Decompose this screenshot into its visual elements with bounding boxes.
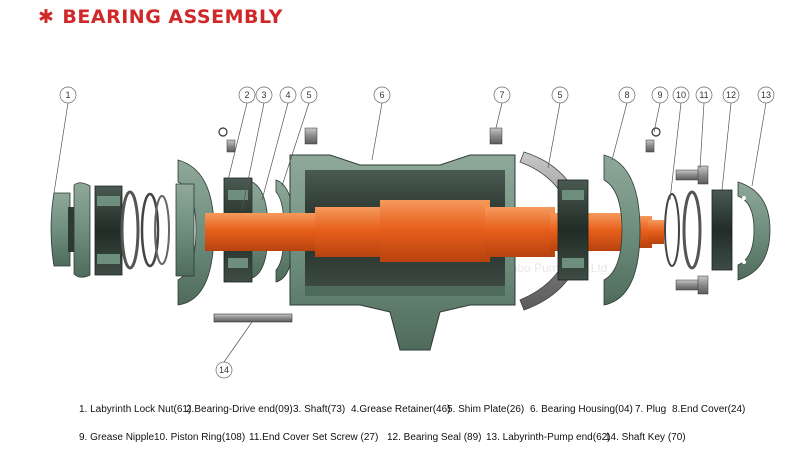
svg-text:12: 12 bbox=[726, 90, 736, 100]
legend-item: 5. Shim Plate(26) bbox=[447, 404, 525, 415]
callout-4: 4 bbox=[279, 86, 297, 104]
svg-text:3: 3 bbox=[261, 90, 266, 100]
callout-12: 12 bbox=[722, 86, 740, 104]
svg-text:10: 10 bbox=[676, 90, 686, 100]
callout-10: 10 bbox=[672, 86, 690, 104]
page-title: ✱BEARING ASSEMBLY bbox=[38, 6, 283, 28]
svg-text:5: 5 bbox=[306, 90, 311, 100]
bearing-drive-end bbox=[94, 185, 170, 276]
callout-2: 2 bbox=[238, 86, 256, 104]
svg-text:8: 8 bbox=[624, 90, 629, 100]
plug-left bbox=[304, 127, 318, 145]
legend-item: 8.End Cover(24) bbox=[672, 404, 746, 415]
svg-text:9: 9 bbox=[657, 90, 662, 100]
end-cover-pump bbox=[603, 154, 641, 306]
bearing-pump-end bbox=[557, 179, 589, 281]
svg-text:11: 11 bbox=[699, 90, 708, 100]
legend-item: 12. Bearing Seal (89) bbox=[387, 432, 482, 443]
legend-item: 4.Grease Retainer(46) bbox=[351, 404, 451, 415]
callout-1: 1 bbox=[59, 86, 77, 104]
shaft-key bbox=[213, 313, 293, 323]
callout-labels: 1 2 3 4 5 6 7 5 8 9 10 11 12 13 14 bbox=[59, 86, 775, 379]
legend-item: 11.End Cover Set Screw (27) bbox=[249, 432, 379, 443]
piston-rings bbox=[664, 190, 702, 270]
grease-nipple-drive bbox=[218, 127, 236, 153]
legend-item: 10. Piston Ring(108) bbox=[154, 432, 246, 443]
callout-3: 3 bbox=[255, 86, 273, 104]
svg-text:13: 13 bbox=[761, 90, 771, 100]
end-cover-drive bbox=[175, 159, 215, 306]
callout-8: 8 bbox=[618, 86, 636, 104]
legend-item: 1. Labyrinth Lock Nut(61) bbox=[79, 404, 192, 415]
svg-text:1: 1 bbox=[65, 90, 70, 100]
legend-item: 2.Bearing-Drive end(09) bbox=[186, 404, 293, 415]
svg-text:7: 7 bbox=[499, 90, 504, 100]
callout-14: 14 bbox=[215, 361, 233, 379]
legend-item: 6. Bearing Housing(04) bbox=[530, 404, 633, 415]
leader-lines bbox=[53, 102, 767, 363]
set-screw-bottom bbox=[675, 275, 709, 295]
callout-7: 7 bbox=[493, 86, 511, 104]
legend-item: 13. Labyrinth-Pump end(62) bbox=[486, 432, 611, 443]
callout-11: 11 bbox=[695, 86, 713, 104]
legend-item: 14. Shaft Key (70) bbox=[605, 432, 686, 443]
callout-5a: 5 bbox=[300, 86, 318, 104]
labyrinth-lock-nut bbox=[50, 182, 91, 278]
callout-9: 9 bbox=[651, 86, 669, 104]
legend-item: 7. Plug bbox=[635, 404, 667, 415]
svg-text:2: 2 bbox=[244, 90, 249, 100]
callout-6: 6 bbox=[373, 86, 391, 104]
svg-text:4: 4 bbox=[285, 90, 290, 100]
bearing-seal bbox=[711, 189, 733, 271]
shaft bbox=[205, 200, 664, 262]
labyrinth-pump-end bbox=[737, 181, 771, 281]
svg-text:14: 14 bbox=[219, 365, 229, 375]
legend-item: 9. Grease Nipple bbox=[79, 432, 155, 443]
grease-nipple-pump bbox=[645, 127, 661, 153]
svg-text:6: 6 bbox=[379, 90, 384, 100]
legend-item: 3. Shaft(73) bbox=[293, 404, 346, 415]
plug-right bbox=[489, 127, 503, 145]
callout-5b: 5 bbox=[551, 86, 569, 104]
svg-text:5: 5 bbox=[557, 90, 562, 100]
callout-13: 13 bbox=[757, 86, 775, 104]
asterisk-icon: ✱ bbox=[38, 6, 55, 28]
set-screw-top bbox=[675, 165, 709, 185]
